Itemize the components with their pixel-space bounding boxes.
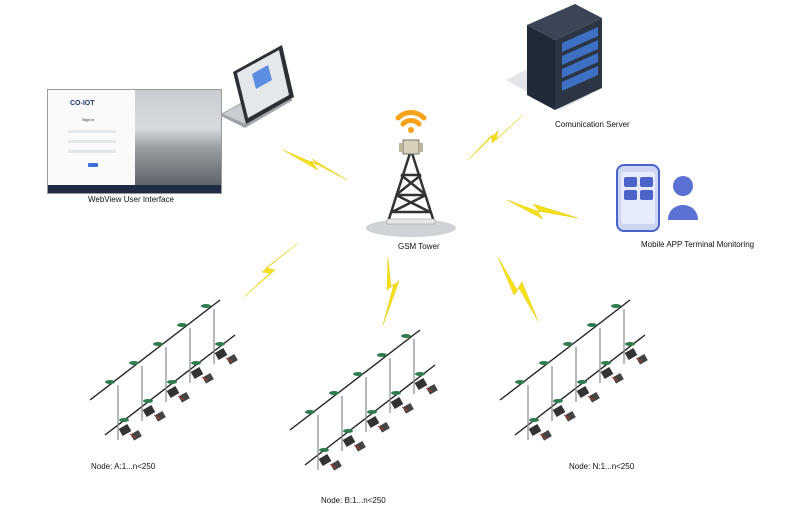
node-array-b xyxy=(289,329,438,471)
password-field xyxy=(68,140,116,143)
webview-screenshot: CO-IOT Sign In xyxy=(47,89,222,194)
server-icon xyxy=(506,4,602,110)
node-b-label: Node: B:1...n<250 xyxy=(321,496,386,505)
lightning-icon xyxy=(243,114,579,326)
gsm-tower-icon xyxy=(366,139,456,237)
sign-in-heading: Sign In xyxy=(82,117,95,122)
server-label: Comunication Server xyxy=(555,120,630,129)
username-field xyxy=(68,130,116,133)
taskbar xyxy=(48,185,221,193)
laptop-icon xyxy=(219,45,294,128)
wifi-icon xyxy=(395,110,427,133)
highway-photo xyxy=(135,90,221,185)
node-array-n xyxy=(499,299,648,441)
gsm-tower-label: GSM Tower xyxy=(398,242,440,251)
webview-label: WebView User Interface xyxy=(88,195,174,204)
captcha-field xyxy=(68,150,116,153)
login-button xyxy=(88,163,98,167)
mobile-app-label: Mobile APP Terminal Monitoring xyxy=(641,240,755,249)
node-n-label: Node: N:1...n<250 xyxy=(569,462,635,471)
login-panel: CO-IOT Sign In xyxy=(48,90,135,185)
node-array-a xyxy=(89,299,238,441)
phone-icon xyxy=(616,164,660,232)
brand-logo: CO-IOT xyxy=(70,100,95,107)
node-a-label: Node: A:1...n<250 xyxy=(91,462,156,471)
person-icon xyxy=(668,176,698,220)
street-light-array-icon xyxy=(89,299,648,471)
